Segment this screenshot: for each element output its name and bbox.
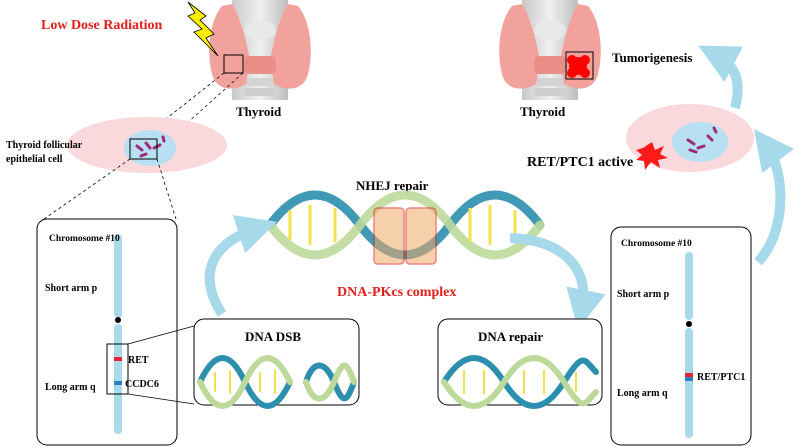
dna-helix-icon bbox=[265, 190, 545, 260]
dna-pkcs-complex-label: DNA-PKcs complex bbox=[337, 285, 456, 300]
ccdc6-gene-label: CCDC6 bbox=[125, 379, 159, 390]
follicular-cell-label: Thyroid follicular bbox=[6, 140, 83, 151]
follicular-cell-left bbox=[67, 117, 227, 173]
low-dose-radiation-label: Low Dose Radiation bbox=[41, 18, 163, 33]
ret-ptc1-gene-label: RET/PTC1 bbox=[697, 372, 745, 383]
zoom-line bbox=[127, 325, 195, 345]
ret-ptc1-fusion-mark bbox=[685, 373, 693, 377]
fracture-burst-icon bbox=[636, 142, 668, 170]
tumor-zoom-box bbox=[565, 51, 594, 80]
lightning-icon bbox=[187, 1, 219, 57]
ret-ptc1-active-label: RET/PTC1 active bbox=[527, 155, 633, 170]
arrow-dsb-to-nhej bbox=[204, 215, 278, 317]
zoom-line bbox=[127, 393, 195, 405]
zoom-line bbox=[156, 158, 177, 220]
ret-gene-label: RET bbox=[128, 355, 149, 366]
tumor-mass-icon bbox=[567, 55, 590, 78]
arrow-cell-to-tumorigenesis bbox=[698, 45, 744, 110]
zoom-line bbox=[43, 158, 131, 220]
left-chromosome-panel bbox=[36, 218, 178, 446]
dna-dsb-label: DNA DSB bbox=[245, 329, 301, 344]
dna-pkcs-complex-icon bbox=[373, 207, 437, 265]
arrow-chromosome-to-cell bbox=[753, 129, 795, 266]
left-short-arm-label: Short arm p bbox=[45, 283, 98, 294]
thyroid-right-label: Thyroid bbox=[520, 104, 566, 119]
nhej-repair-label: NHEJ repair bbox=[356, 178, 429, 193]
ret-ptc1-fusion-mark bbox=[685, 377, 693, 381]
left-long-arm-label: Long arm q bbox=[45, 382, 96, 393]
tumorigenesis-label: Tumorigenesis bbox=[612, 50, 692, 65]
right-chromosome-panel bbox=[610, 226, 752, 446]
right-chromosome-title: Chromosome #10 bbox=[621, 239, 692, 249]
thyroid-right-illustration bbox=[499, 0, 601, 100]
thyroid-left-label: Thyroid bbox=[236, 104, 282, 119]
thyroid-zoom-box bbox=[223, 54, 244, 74]
zoom-line bbox=[157, 72, 244, 150]
dna-helix-icon bbox=[197, 355, 293, 409]
ccdc6-gene-mark bbox=[114, 381, 122, 385]
dna-helix-icon bbox=[441, 355, 599, 409]
follicular-cell-right bbox=[626, 104, 754, 172]
dna-repair-label: DNA repair bbox=[478, 329, 543, 344]
right-short-arm-label: Short arm p bbox=[617, 289, 670, 300]
dna-helix-icon bbox=[303, 362, 357, 402]
left-chromosome-title: Chromosome #10 bbox=[49, 234, 120, 244]
thyroid-left-illustration bbox=[209, 0, 311, 100]
ret-gene-mark bbox=[114, 357, 122, 361]
arrow-nhej-to-repair bbox=[509, 233, 606, 330]
right-long-arm-label: Long arm q bbox=[617, 388, 668, 399]
follicular-cell-label: epithelial cell bbox=[6, 154, 63, 165]
